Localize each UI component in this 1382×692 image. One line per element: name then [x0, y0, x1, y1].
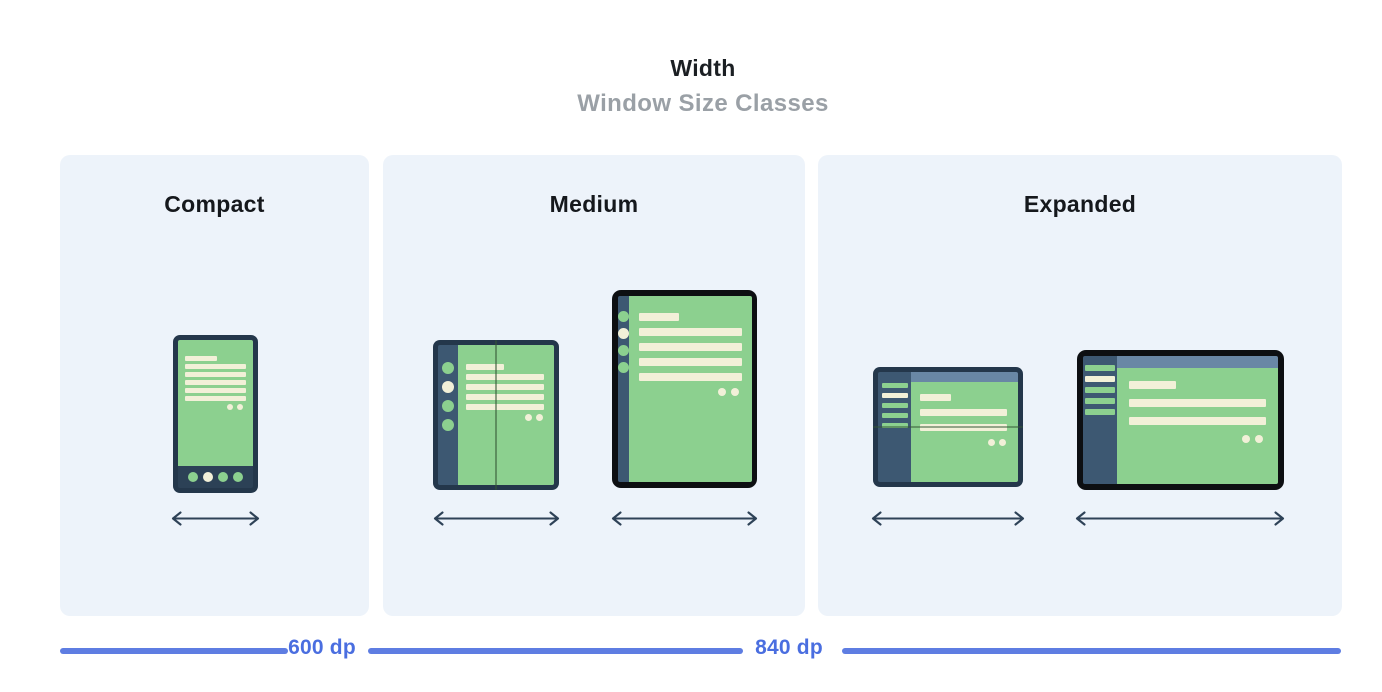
- rail-dot: [618, 345, 629, 356]
- drawer-item-bar: [881, 383, 908, 388]
- rail-dot: [618, 311, 629, 322]
- nav-dot: [233, 472, 243, 482]
- phone-screen: [178, 340, 253, 466]
- width-arrow-icon: [1075, 511, 1285, 526]
- app-top-bar: [1117, 356, 1278, 368]
- foldable-landscape-illustration: [873, 367, 1023, 487]
- panel-compact-title: Compact: [164, 191, 265, 217]
- nav-drawer: [1083, 356, 1117, 484]
- scale-label-600dp: 600 dp: [288, 636, 356, 659]
- scale-label-840dp: 840 dp: [755, 636, 823, 659]
- tablet-landscape-illustration: [1077, 350, 1284, 490]
- text-line-placeholder: [185, 356, 217, 361]
- text-line-placeholder: [185, 372, 246, 377]
- width-arrow-icon: [171, 511, 260, 526]
- width-arrow-icon: [611, 511, 758, 526]
- text-line-placeholder: [185, 388, 246, 393]
- text-line-placeholder: [920, 409, 1007, 416]
- rail-dot: [442, 419, 454, 431]
- nav-dot: [188, 472, 198, 482]
- action-dots: [185, 404, 246, 410]
- nav-dot: [218, 472, 228, 482]
- drawer-item-bar: [1085, 365, 1115, 371]
- text-line-placeholder: [1129, 381, 1176, 389]
- phone-nav-bar: [178, 466, 253, 488]
- rail-dot: [618, 328, 629, 339]
- panel-compact: Compact: [60, 155, 369, 616]
- width-arrow-icon: [871, 511, 1025, 526]
- text-line-placeholder: [466, 374, 544, 380]
- text-line-placeholder: [185, 364, 246, 369]
- text-line-placeholder: [466, 394, 544, 400]
- app-top-bar: [911, 372, 1018, 382]
- text-line-placeholder: [639, 358, 742, 366]
- text-line-placeholder: [466, 364, 504, 370]
- drawer-item-bar: [881, 403, 908, 408]
- drawer-item-bar: [1085, 376, 1115, 382]
- drawer-item-bar: [1085, 398, 1115, 404]
- tablet-screen: [629, 296, 752, 482]
- drawer-item-bar: [881, 413, 908, 418]
- text-line-placeholder: [639, 343, 742, 351]
- text-line-placeholder: [1129, 399, 1266, 407]
- rail-dot: [618, 362, 629, 373]
- action-dots: [639, 388, 742, 396]
- panel-expanded: Expanded: [818, 155, 1342, 616]
- foldable-screen: [458, 345, 554, 485]
- rail-dot: [442, 381, 454, 393]
- diagram-title: Width: [670, 55, 736, 81]
- text-line-placeholder: [920, 394, 951, 401]
- foldable-portrait-illustration: [433, 340, 559, 490]
- rail-dot: [442, 362, 454, 374]
- text-line-placeholder: [466, 404, 544, 410]
- width-arrow-icon: [433, 511, 560, 526]
- action-dots: [920, 439, 1009, 446]
- tablet-screen: [1117, 368, 1278, 484]
- panel-medium: Medium: [383, 155, 805, 616]
- drawer-item-bar: [1085, 387, 1115, 393]
- panel-expanded-title: Expanded: [1023, 191, 1137, 217]
- scale-line-segment: [368, 648, 743, 654]
- text-line-placeholder: [639, 328, 742, 336]
- action-dots: [466, 414, 546, 421]
- scale-line-segment: [60, 648, 288, 654]
- foldable-screen: [911, 382, 1018, 482]
- phone-portrait-illustration: [173, 335, 258, 493]
- text-line-placeholder: [1129, 417, 1266, 425]
- nav-dot: [203, 472, 213, 482]
- tablet-content: [1117, 356, 1278, 484]
- drawer-item-bar: [881, 423, 908, 428]
- drawer-item-bar: [881, 393, 908, 398]
- action-dots: [1129, 435, 1266, 443]
- drawer-item-bar: [1085, 409, 1115, 415]
- nav-rail: [618, 296, 629, 482]
- fold-seam: [873, 426, 1023, 428]
- nav-rail: [438, 345, 458, 485]
- text-line-placeholder: [185, 396, 246, 401]
- panel-medium-title: Medium: [549, 191, 639, 217]
- diagram-subtitle: Window Size Classes: [577, 90, 829, 117]
- text-line-placeholder: [639, 313, 679, 321]
- rail-dot: [442, 400, 454, 412]
- scale-line-segment: [842, 648, 1341, 654]
- tablet-portrait-illustration: [612, 290, 757, 488]
- text-line-placeholder: [185, 380, 246, 385]
- text-line-placeholder: [639, 373, 742, 381]
- text-line-placeholder: [466, 384, 544, 390]
- fold-seam: [495, 340, 497, 490]
